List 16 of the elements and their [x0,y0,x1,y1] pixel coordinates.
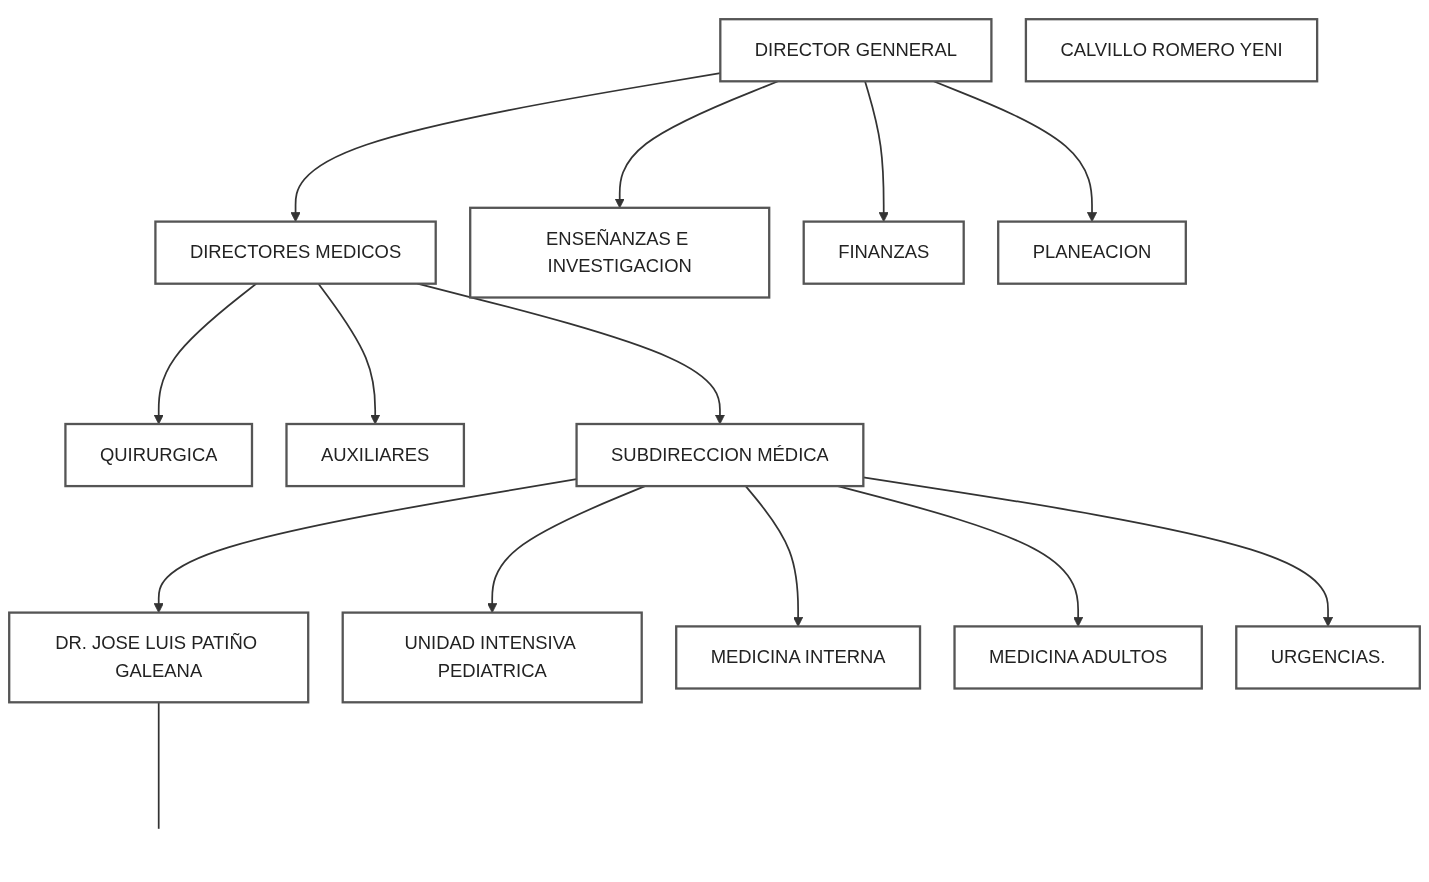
node-box: MEDICINA ADULTOS [953,625,1203,690]
node-box: FINANZAS [802,220,965,285]
node-box: CALVILLO ROMERO YENI [1024,17,1319,83]
node-box: DIRECTORES MEDICOS [154,220,437,285]
arrow [744,485,804,627]
node-box: UNIDAD INTENSIVA PEDIATRICA [341,611,643,704]
node-box: AUXILIARES [285,422,466,487]
node-box: DR. JOSE LUIS PATIÑO GALEANA [8,611,310,704]
node-box: SUBDIRECCION MÉDICA [575,422,865,487]
node-box: PLANEACION [997,220,1187,285]
node-box: QUIRURGICA [64,422,254,487]
node-box: DIRECTOR GENNERAL [719,17,993,83]
node-box: ENSEÑANZAS E INVESTIGACION [469,206,771,299]
arrow [487,485,646,613]
node-box: URGENCIAS. [1235,625,1421,690]
node-box: MEDICINA INTERNA [675,625,922,690]
